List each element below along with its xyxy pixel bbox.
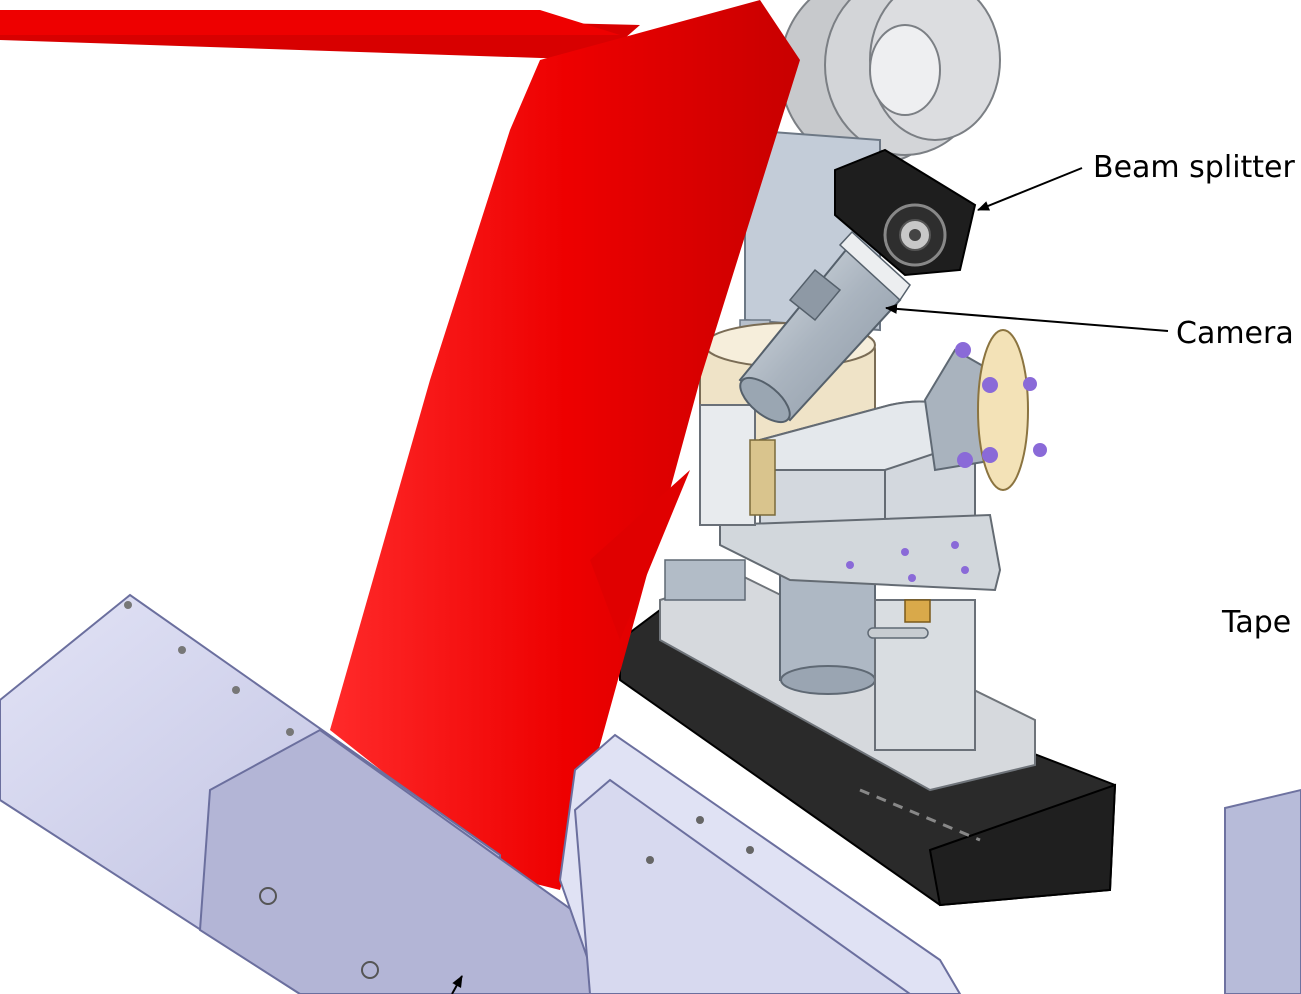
annotation-arrows — [451, 167, 1169, 994]
motor-housing — [759, 400, 977, 526]
bottom-arrow — [451, 975, 463, 994]
right-plate-fragment — [1224, 788, 1301, 994]
camera-label: Camera — [1176, 316, 1294, 351]
grey-disc-stack — [779, 0, 1001, 166]
camera-arrow — [885, 303, 1169, 332]
beam-splitter-arrow — [977, 167, 1083, 211]
spacer-bracket — [699, 404, 931, 639]
beam-splitter-cube — [834, 148, 977, 277]
tape-label: Tape — [1222, 605, 1292, 640]
bolt-mounting-plate — [719, 513, 1002, 592]
beam-splitter-label: Beam splitter — [1093, 150, 1295, 185]
flange-with-bolts — [923, 329, 1047, 491]
lower-plate-stack — [0, 593, 962, 994]
camera-barrel — [738, 230, 911, 424]
red-frame — [0, 0, 800, 890]
